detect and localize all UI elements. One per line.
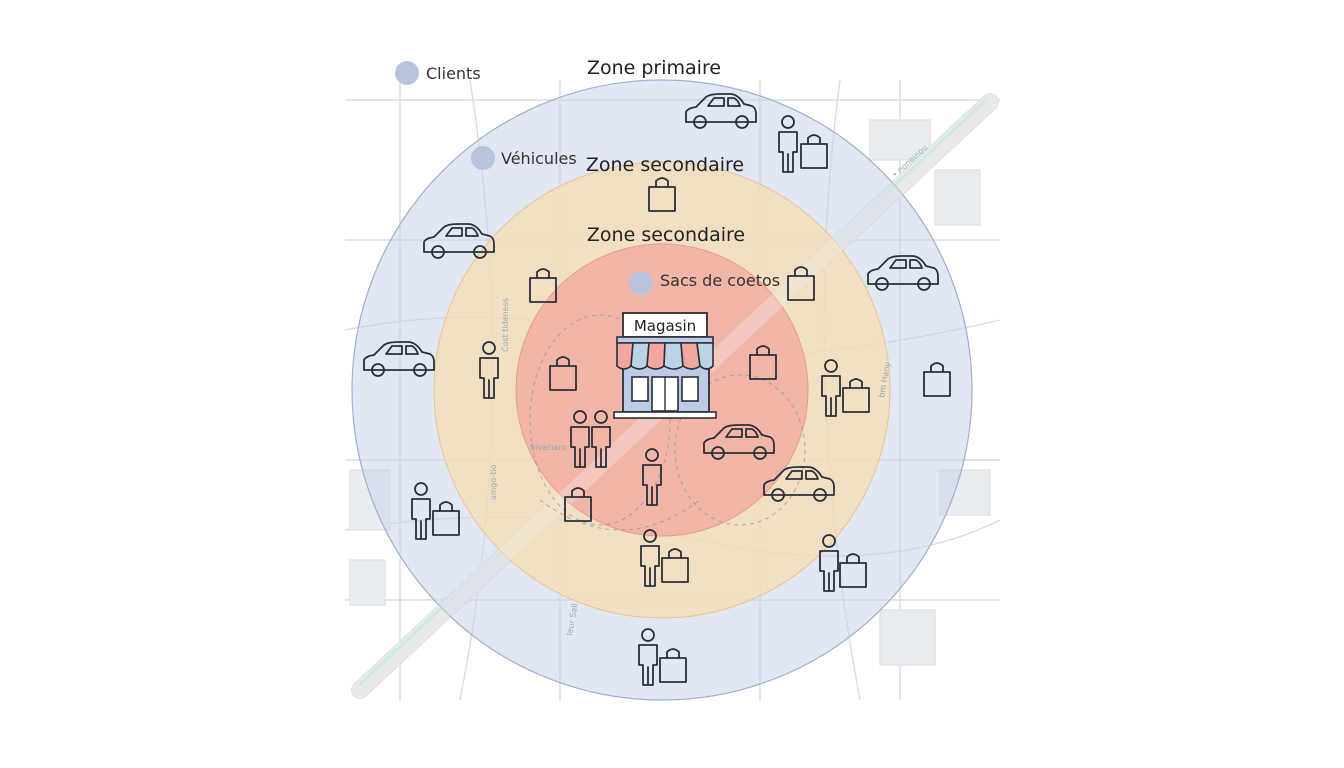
person-icon	[821, 359, 841, 417]
car-icon	[703, 424, 775, 460]
shopping-bag-icon	[648, 177, 676, 212]
car-icon	[685, 93, 757, 129]
legend-bags: Sacs de coetos	[629, 271, 780, 295]
legend-dot	[395, 61, 419, 85]
people-layer	[411, 115, 841, 686]
person-icon	[819, 534, 839, 592]
store-window	[631, 376, 649, 402]
legend-vehicles: Véhicules	[471, 146, 577, 170]
shopping-bag-icon	[432, 501, 460, 536]
legend-dot	[471, 146, 495, 170]
person-icon	[591, 410, 611, 468]
store-window	[681, 376, 699, 402]
car-icon	[423, 223, 495, 259]
primary-zone-label: Zone primaire	[587, 57, 721, 79]
store-building: Magasin	[613, 312, 717, 419]
bags-layer	[432, 134, 951, 683]
person-icon	[640, 529, 660, 587]
shopping-bag-icon	[839, 553, 867, 588]
person-icon	[411, 482, 431, 540]
secondary-zone-label: Zone secondaire	[586, 154, 744, 176]
cars-layer	[363, 93, 939, 502]
dashed-paths	[529, 314, 806, 531]
legend-clients-label: Clients	[426, 64, 481, 83]
car-icon	[363, 341, 435, 377]
store-awning	[616, 342, 714, 370]
shopping-bag-icon	[549, 356, 577, 391]
shopping-bag-icon	[787, 266, 815, 301]
person-icon	[778, 115, 798, 173]
street-label: aingo-tio	[489, 464, 498, 500]
legend-vehicles-label: Véhicules	[501, 149, 577, 168]
shopping-bag-icon	[749, 345, 777, 380]
street-label: Cost tideness	[501, 298, 510, 352]
legend-clients: Clients	[395, 61, 481, 85]
inner-zone-label: Zone secondaire	[587, 224, 745, 246]
store-label: Magasin	[634, 317, 696, 335]
shopping-bag-icon	[529, 268, 557, 303]
shopping-bag-icon	[661, 548, 689, 583]
person-icon	[479, 341, 499, 399]
car-icon	[763, 466, 835, 502]
person-icon	[570, 410, 590, 468]
legend-dot	[629, 271, 653, 295]
shopping-bag-icon	[659, 648, 687, 683]
shopping-bag-icon	[842, 378, 870, 413]
shopping-bag-icon	[564, 487, 592, 522]
car-icon	[867, 255, 939, 291]
person-icon	[642, 448, 662, 506]
person-icon	[638, 628, 658, 686]
street-label: Sivaciero	[530, 443, 567, 452]
shopping-bag-icon	[923, 362, 951, 397]
shopping-bag-icon	[800, 134, 828, 169]
legend-bags-label: Sacs de coetos	[660, 271, 780, 290]
